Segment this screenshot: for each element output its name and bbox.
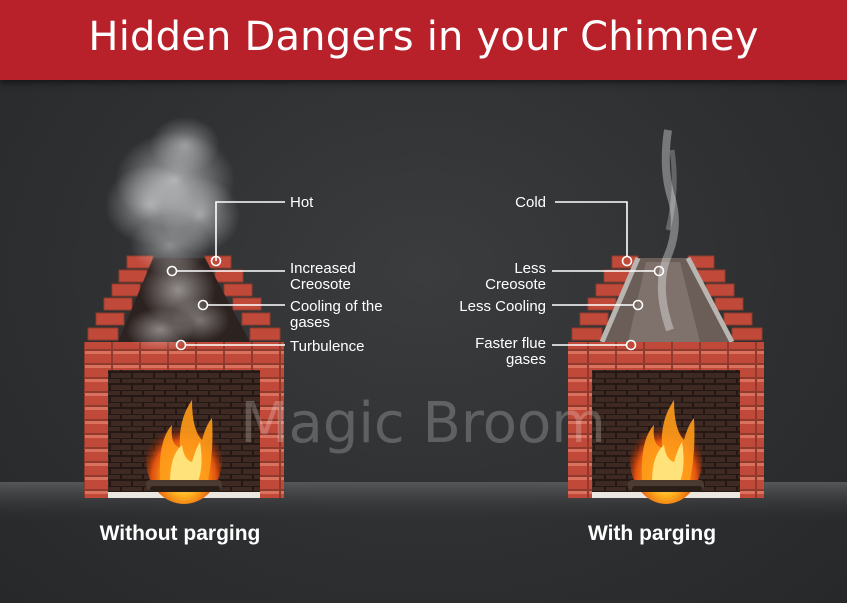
caption-with-parging: With parging (588, 522, 716, 545)
right-parging-right (685, 256, 735, 344)
watermark: Magic Broom (240, 391, 606, 456)
label-hot: Hot (290, 194, 314, 211)
chimney-diagram: Hot Increased Creosote Cooling of the ga… (0, 117, 847, 545)
right-column-left (568, 370, 592, 498)
left-fire (146, 400, 222, 504)
left-callout-lines (166, 201, 285, 351)
label-cooling-1: Cooling of the (290, 298, 383, 315)
label-less-creosote-1: Less (514, 260, 546, 277)
chimney-with-parging: Cold Less Creosote Less Cooling Faster f… (459, 129, 764, 504)
label-cooling-2: gases (290, 314, 330, 331)
page-title: Hidden Dangers in your Chimney (88, 14, 759, 60)
label-turbulence: Turbulence (290, 338, 365, 355)
caption-without-parging: Without parging (100, 522, 261, 545)
left-column-left (84, 370, 108, 498)
label-less-cooling: Less Cooling (459, 298, 546, 315)
left-smoke (105, 117, 240, 352)
chimney-without-parging: Hot Increased Creosote Cooling of the ga… (84, 117, 383, 504)
right-lintel (568, 342, 764, 370)
left-column-right (260, 370, 284, 498)
label-less-creosote-2: Creosote (485, 276, 546, 293)
left-lintel (84, 342, 284, 370)
label-increased-creosote-2: Creosote (290, 276, 351, 293)
right-parging-left (599, 257, 641, 343)
left-roof-bricks (87, 255, 281, 341)
label-increased-creosote-1: Increased (290, 260, 356, 277)
right-column-right (740, 370, 764, 498)
label-faster-flue-2: gases (506, 351, 546, 368)
label-cold: Cold (515, 194, 546, 211)
title-banner: Hidden Dangers in your Chimney (0, 0, 847, 80)
right-fire (628, 400, 704, 504)
label-faster-flue-1: Faster flue (475, 335, 546, 352)
right-callout-lines (552, 201, 665, 351)
right-smoke (657, 129, 679, 332)
